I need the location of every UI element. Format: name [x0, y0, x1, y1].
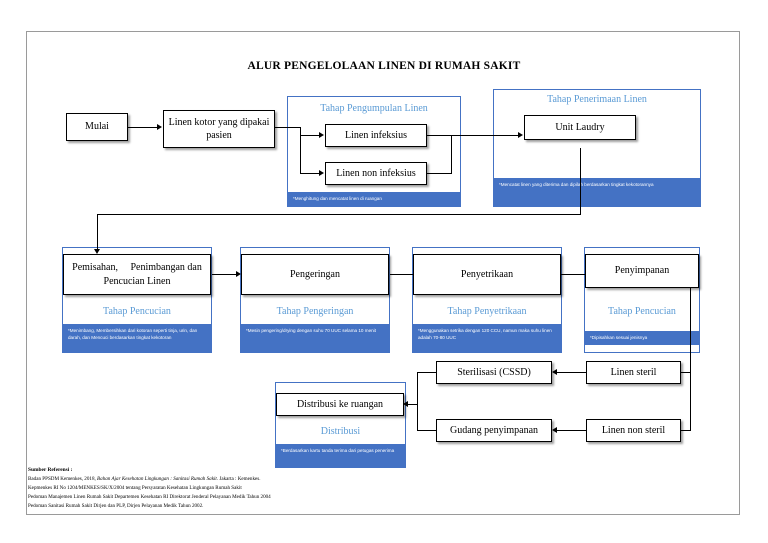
connector-split-vertical — [300, 127, 301, 173]
connector-to-linen-steril — [674, 372, 691, 373]
page-frame-bottom-edge — [26, 514, 740, 515]
stage-container-pencucian — [62, 247, 212, 353]
arrow-to-unit-laundry — [518, 131, 523, 138]
node-penyetrikaan[interactable]: Penyetrikaan — [413, 254, 561, 295]
node-penyimpanan[interactable]: Penyimpanan — [585, 254, 699, 288]
connector-infeksius-out — [427, 135, 451, 136]
node-sterilisasi-label: Sterilisasi (CSSD) — [457, 366, 531, 378]
references-block: Sumber Referensi : Badan PPSDM Kemenkes,… — [28, 466, 358, 510]
reference-line-1: Badan PPSDM Kemenkes, 2018, Bahan Ajar K… — [28, 475, 358, 484]
reference-line-1-suffix: . Jakarta : Kemenkes. — [216, 476, 261, 483]
node-linen-non-steril-label: Linen non steril — [601, 424, 666, 436]
node-linen-non-infeksius-label: Linen non infeksius — [336, 167, 416, 179]
node-linen-non-steril[interactable]: Linen non steril — [586, 419, 681, 442]
arrow-mulai-to-linenkotor — [157, 123, 162, 130]
node-linen-steril[interactable]: Linen steril — [586, 361, 681, 384]
connector-laundry-down — [580, 148, 581, 214]
node-linen-kotor[interactable]: Linen kotor yang dipakai pasien — [163, 110, 275, 148]
connector-pemisahan-to-pengeringan — [212, 274, 238, 275]
node-unit-laundry[interactable]: Unit Laudry — [524, 115, 636, 140]
node-linen-infeksius-label: Linen infeksius — [345, 129, 407, 141]
stage-label-pengumpulan: Tahap Pengumpulan Linen — [320, 103, 428, 114]
stage-note-pengumpulan: *Menghitung dan mencatat linen di ruanga… — [288, 192, 460, 206]
node-penyimpanan-label: Penyimpanan — [614, 265, 670, 277]
stage-note-distribusi: *Berdasarkan kartu tanda terima dari pet… — [276, 444, 405, 467]
reference-line-2: Kepmenkes RI No 1204/MENKES/SK/X/2004 te… — [28, 485, 242, 492]
stage-container-pengumpulan — [287, 96, 461, 207]
connector-merge-vertical — [451, 135, 452, 174]
page-frame — [26, 31, 740, 515]
connector-mulai-to-linenkotor — [128, 127, 158, 128]
reference-line-1-title: Bahan Ajar Kesehatan Lingkungan : Sanita… — [97, 476, 217, 483]
stage-note-penyimpanan: *Dipisahkan sesuai jenisnya — [585, 331, 699, 345]
node-linen-kotor-label: Linen kotor yang dipakai pasien — [168, 116, 270, 142]
node-unit-laundry-label: Unit Laudry — [555, 121, 605, 133]
reference-line-3: Pedoman Manajemen Linen Rumah Sakit Depa… — [28, 493, 271, 500]
node-mulai[interactable]: Mulai — [66, 113, 128, 141]
reference-line-4: Pedoman Sanitasi Rumah Sakit Dirjen dan … — [28, 502, 204, 509]
stage-container-pengeringan — [240, 247, 390, 353]
node-distribusi-label: Distribusi ke ruangan — [296, 398, 384, 410]
node-pemisahan-penimbangan-pencucian[interactable]: Pemisahan, Penimbangan dan Pencucian Lin… — [63, 254, 211, 295]
connector-distribusi-merge-vertical — [417, 372, 418, 431]
stage-container-distribusi — [275, 382, 406, 468]
node-sterilisasi-cssd[interactable]: Sterilisasi (CSSD) — [436, 361, 552, 384]
stage-note-pengeringan: *Mesin pengering/drying dengan suhu 70 U… — [241, 324, 389, 352]
arrow-to-pemisahan — [93, 249, 100, 254]
node-linen-infeksius[interactable]: Linen infeksius — [325, 124, 427, 147]
connector-pengeringan-to-penyetrikaan — [390, 274, 416, 275]
connector-to-linen-non-steril — [674, 430, 691, 431]
node-pemisahan-label: Pemisahan, Penimbangan dan Pencucian Lin… — [72, 262, 202, 287]
connector-to-non-infeksius — [300, 173, 320, 174]
stage-label-penyetrikaan: Tahap Penyetrikaan — [447, 306, 527, 317]
connector-down-to-pemisahan — [97, 214, 98, 250]
connector-non-infeksius-out — [427, 173, 451, 174]
connector-gudang-out — [417, 430, 436, 431]
arrow-pemisahan-to-pengeringan — [236, 270, 241, 277]
reference-line-1-prefix: Badan PPSDM Kemenkes, 2018, — [28, 476, 98, 483]
stage-note-penyetrikaan: *Menggunakan setrika dengan 120 CCU, nam… — [413, 324, 561, 352]
arrow-to-infeksius — [319, 131, 324, 138]
arrow-linennonsteril-to-gudang — [552, 426, 557, 433]
stage-label-distribusi: Distribusi — [320, 426, 361, 437]
connector-merge-to-distribusi — [407, 404, 418, 405]
connector-to-infeksius — [300, 135, 320, 136]
references-heading: Sumber Referensi : — [28, 467, 73, 473]
node-gudang-label: Gudang penyimpanan — [449, 424, 539, 436]
node-distribusi-ke-ruangan[interactable]: Distribusi ke ruangan — [276, 393, 404, 416]
node-penyetrikaan-label: Penyetrikaan — [460, 268, 514, 280]
stage-container-penerimaan — [493, 89, 701, 207]
stage-label-pencucian: Tahap Pencucian — [103, 306, 171, 317]
stage-label-penerimaan: Tahap Penerimaan Linen — [547, 94, 647, 105]
node-pengeringan-label: Pengeringan — [290, 268, 340, 280]
connector-laundry-left — [97, 214, 581, 215]
connector-linennonsteril-to-gudang — [556, 430, 586, 431]
node-gudang-penyimpanan[interactable]: Gudang penyimpanan — [436, 419, 552, 442]
connector-merge-to-laundry — [451, 135, 519, 136]
node-pengeringan[interactable]: Pengeringan — [241, 254, 389, 295]
arrow-to-distribusi — [403, 400, 408, 407]
stage-note-pencucian: *Menimbang, Membersihkan dari kotoran se… — [63, 324, 211, 352]
node-linen-steril-label: Linen steril — [610, 366, 657, 378]
stage-label-pengeringan: Tahap Pengeringan — [276, 306, 354, 317]
node-mulai-label: Mulai — [85, 121, 109, 133]
connector-linenkotor-out — [275, 127, 300, 128]
connector-penyimpanan-down — [690, 288, 691, 430]
connector-penyetrikaan-to-penyimpanan — [556, 274, 587, 275]
connector-sterilisasi-out — [417, 372, 436, 373]
stage-label-penyimpanan: Tahap Pencucian — [608, 306, 676, 317]
page-title: ALUR PENGELOLAAN LINEN DI RUMAH SAKIT — [247, 60, 521, 72]
stage-container-penyimpanan — [584, 247, 700, 353]
connector-linensteril-to-sterilisasi — [556, 372, 586, 373]
arrow-to-non-infeksius — [319, 169, 324, 176]
node-linen-non-infeksius[interactable]: Linen non infeksius — [325, 162, 427, 185]
arrow-linensteril-to-sterilisasi — [552, 368, 557, 375]
stage-container-penyetrikaan — [412, 247, 562, 353]
stage-note-penerimaan: *Mencatat linen yang diterima dan dipila… — [494, 178, 700, 206]
page-frame-top-edge — [26, 31, 740, 32]
